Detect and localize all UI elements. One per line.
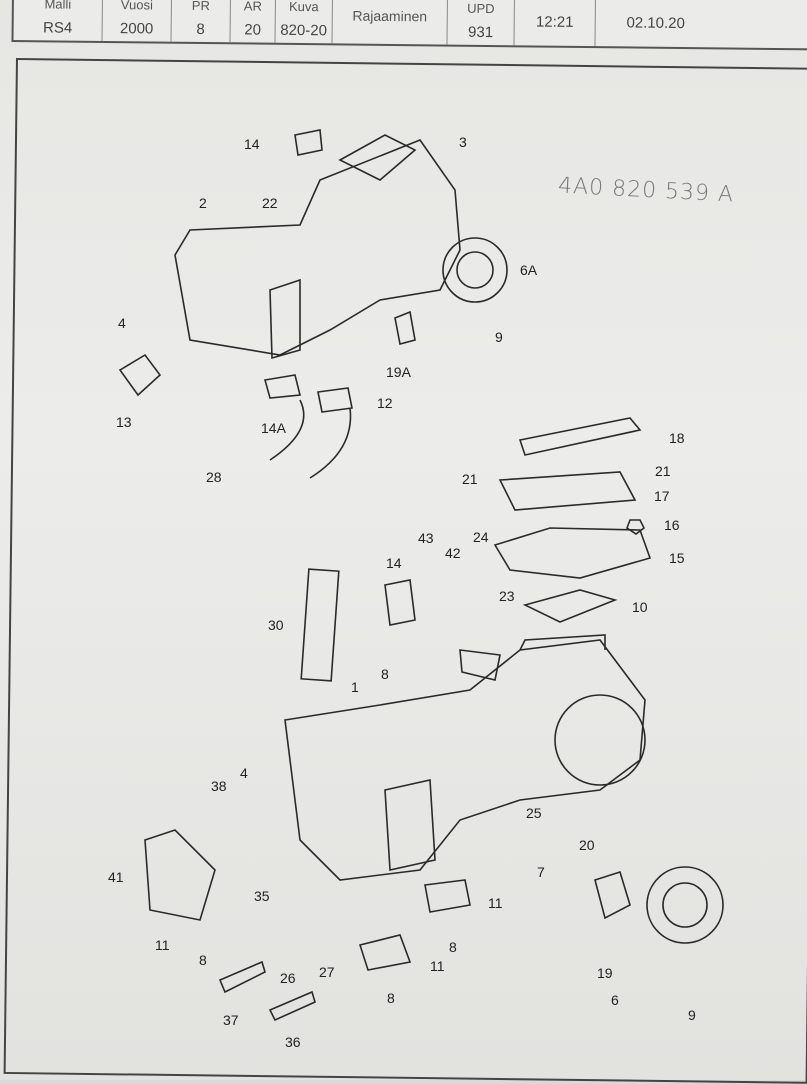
callout: 4 bbox=[118, 315, 126, 331]
callout: 30 bbox=[268, 617, 284, 633]
callout: 37 bbox=[223, 1012, 239, 1028]
callout: 41 bbox=[108, 869, 124, 885]
callout: 11 bbox=[430, 958, 445, 974]
callout: 27 bbox=[319, 964, 335, 980]
callout: 16 bbox=[664, 517, 680, 533]
callout: 7 bbox=[537, 864, 545, 880]
callout: 11 bbox=[155, 937, 170, 953]
callout: 21 bbox=[462, 471, 478, 487]
callout: 2 bbox=[199, 195, 207, 211]
callout: 22 bbox=[262, 195, 278, 211]
callout: 11 bbox=[488, 895, 503, 911]
filter-cover-parts bbox=[493, 417, 652, 623]
lower-heater-housing bbox=[144, 568, 724, 1022]
callout: 10 bbox=[632, 599, 648, 615]
callout: 8 bbox=[381, 666, 389, 682]
callout: 3 bbox=[459, 134, 467, 150]
callout: 43 bbox=[418, 530, 434, 546]
callout: 25 bbox=[526, 805, 542, 821]
upper-heater-housing bbox=[118, 129, 508, 479]
callout: 12 bbox=[377, 395, 393, 411]
callout: 17 bbox=[654, 488, 670, 504]
callout: 26 bbox=[280, 970, 296, 986]
callout: 14 bbox=[386, 555, 402, 571]
callout: 20 bbox=[579, 837, 595, 853]
callout: 6A bbox=[520, 262, 538, 278]
callout: 28 bbox=[206, 469, 222, 485]
callout: 1 bbox=[351, 679, 359, 695]
callout: 36 bbox=[285, 1034, 301, 1050]
callout: 42 bbox=[445, 545, 461, 561]
callout: 14 bbox=[244, 136, 260, 152]
callout: 8 bbox=[449, 939, 457, 955]
callout: 9 bbox=[495, 329, 503, 345]
callout: 19 bbox=[597, 965, 613, 981]
callout: 38 bbox=[211, 778, 227, 794]
callout: 8 bbox=[199, 952, 207, 968]
callout: 23 bbox=[499, 588, 515, 604]
callout: 21 bbox=[655, 463, 671, 479]
callout: 15 bbox=[669, 550, 685, 566]
callout: 24 bbox=[473, 529, 489, 545]
callout: 8 bbox=[387, 990, 395, 1006]
callout: 6 bbox=[611, 992, 619, 1008]
callout: 18 bbox=[669, 430, 685, 446]
callout: 35 bbox=[254, 888, 270, 904]
callout: 14A bbox=[261, 420, 286, 436]
callout: 19A bbox=[386, 364, 411, 380]
callout: 4 bbox=[240, 765, 248, 781]
callout: 9 bbox=[688, 1007, 696, 1023]
callout: 13 bbox=[116, 414, 132, 430]
